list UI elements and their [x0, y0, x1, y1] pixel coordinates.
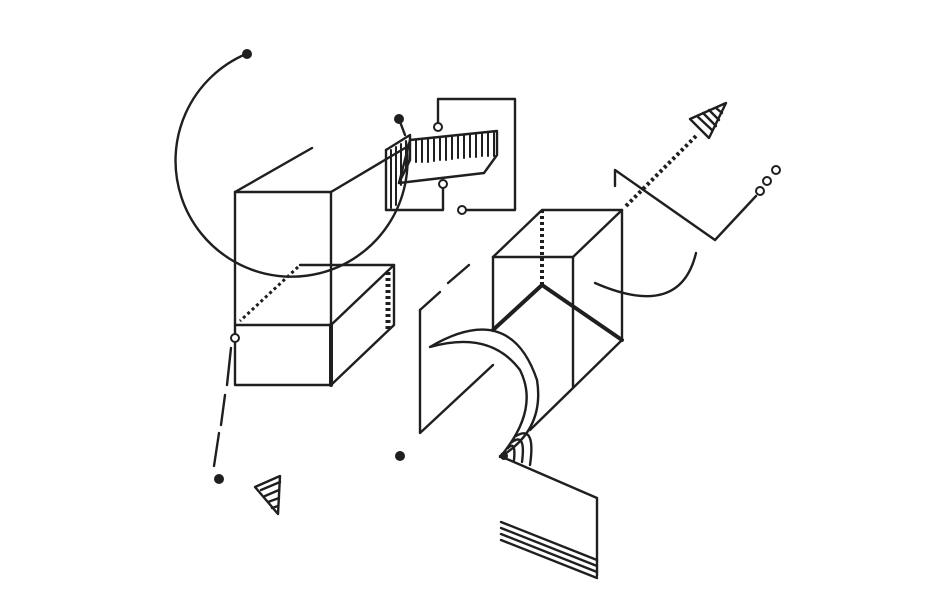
circuit-bracket	[384, 97, 517, 215]
bottom-hatched-plane	[498, 454, 599, 580]
large-arc	[174, 49, 409, 278]
crescent	[428, 328, 540, 459]
lower-slab-box	[238, 263, 396, 387]
right-wireframe-cube	[491, 208, 624, 432]
hatched-triangle-small	[253, 474, 282, 516]
dashed-drop-line	[212, 333, 240, 484]
curved-swoosh	[593, 251, 698, 298]
arrow-up-right	[624, 101, 728, 208]
hatched-plank	[384, 129, 499, 212]
floating-plane	[418, 263, 495, 435]
concentric-arcs	[500, 432, 533, 467]
left-wireframe-box	[233, 146, 407, 387]
angled-connector	[613, 165, 781, 242]
center-dot	[395, 451, 405, 461]
